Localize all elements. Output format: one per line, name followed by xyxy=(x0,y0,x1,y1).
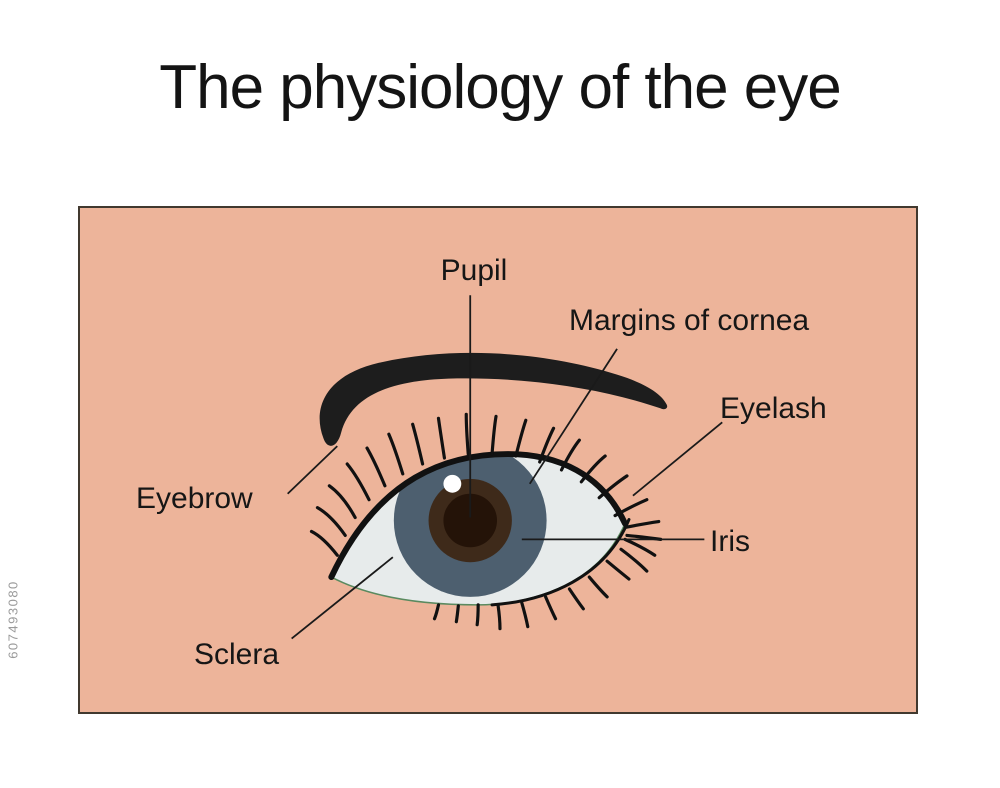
page-title: The physiology of the eye xyxy=(159,53,842,122)
pupil-center xyxy=(443,493,498,548)
label-eyebrow: Eyebrow xyxy=(136,482,253,515)
eye-highlight xyxy=(443,474,462,493)
eyebrow-shape xyxy=(319,352,668,446)
sclera-pointer-line xyxy=(291,556,394,640)
eyebrow-pointer-line xyxy=(287,445,338,495)
watermark-id: 607493080 xyxy=(5,580,21,659)
label-margins-of-cornea: Margins of cornea xyxy=(569,304,810,337)
upper-lid-line xyxy=(328,451,628,581)
margins-pointer-line xyxy=(528,348,618,485)
label-sclera: Sclera xyxy=(194,638,280,671)
eyelash-pointer-line xyxy=(632,421,723,497)
diagram-panel: Pupil Margins of cornea Eyelash Eyebrow … xyxy=(78,206,918,714)
label-pupil: Pupil xyxy=(440,254,508,287)
eye-illustration xyxy=(287,295,723,640)
label-eyelash: Eyelash xyxy=(720,392,827,425)
label-iris: Iris xyxy=(710,525,750,558)
eyelashes xyxy=(309,412,663,631)
